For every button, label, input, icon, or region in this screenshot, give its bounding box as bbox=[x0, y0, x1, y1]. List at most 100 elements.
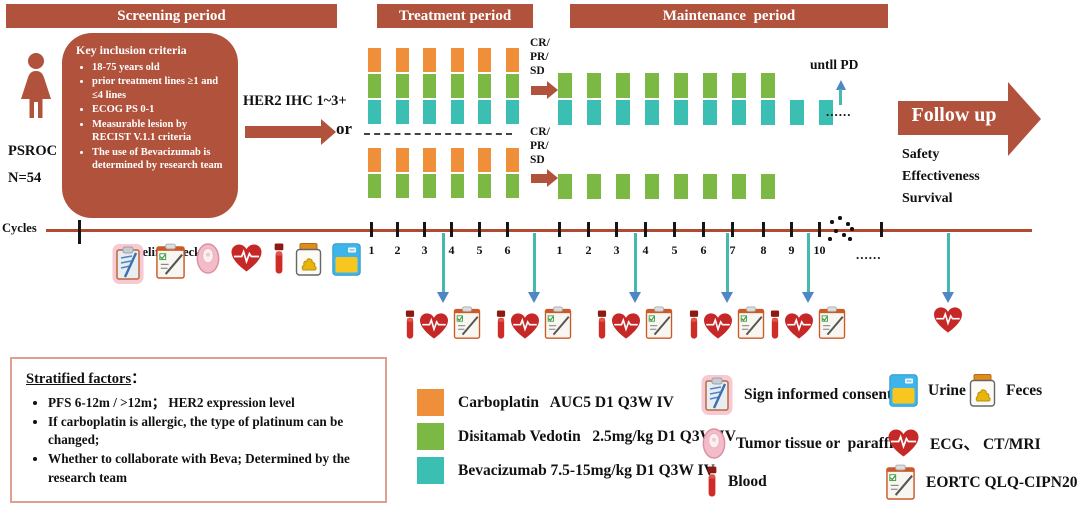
inclusion-title: Key inclusion criteria bbox=[76, 43, 187, 57]
eortc-icon bbox=[737, 306, 766, 340]
cycle-tick bbox=[818, 222, 821, 237]
tumor-icon bbox=[702, 428, 726, 459]
cycle-tick bbox=[762, 222, 765, 237]
urine-icon bbox=[889, 374, 918, 407]
response-arrow-2-shaft bbox=[531, 174, 547, 183]
disitamab-dose-bar bbox=[703, 174, 717, 199]
drug-legend-row: Bevacizumab 7.5-15mg/kg D1 Q3W IV bbox=[417, 457, 736, 484]
cycle-number: 5 bbox=[476, 243, 483, 257]
response-arrow-2-head bbox=[547, 169, 558, 187]
cycle-number: 8 bbox=[760, 243, 767, 257]
cycle-tick bbox=[370, 222, 373, 237]
response-label: SD bbox=[530, 64, 545, 77]
stratified-title-colon: ： bbox=[131, 371, 146, 387]
disitamab-dose-bar bbox=[423, 74, 436, 98]
icon-legend-item: Tumor tissue or paraffin bbox=[702, 428, 902, 459]
carboplatin-swatch bbox=[417, 389, 444, 416]
icon-legend-item: ECG、 CT/MRI bbox=[887, 428, 1041, 458]
cycle-tick bbox=[731, 222, 734, 237]
break-dot bbox=[848, 237, 852, 241]
bevacizumab-swatch bbox=[417, 457, 444, 484]
follow-up-arrow bbox=[898, 80, 1043, 163]
bevacizumab-dose-bar bbox=[478, 100, 491, 124]
assessment-arrow-head bbox=[629, 292, 641, 303]
disitamab-dose-bar bbox=[505, 74, 519, 98]
assessment-icon-group bbox=[933, 306, 964, 334]
bevacizumab-dose-bar bbox=[819, 100, 833, 125]
until-pd-arrow-head bbox=[836, 80, 846, 90]
carboplatin-dose-bar bbox=[505, 148, 519, 172]
response-label: CR/ bbox=[530, 126, 550, 138]
eortc-icon bbox=[645, 306, 674, 340]
cycle-tick bbox=[880, 222, 883, 237]
disitamab-dose-bar bbox=[616, 73, 630, 98]
blood-icon bbox=[706, 466, 718, 498]
heart-icon bbox=[419, 312, 450, 340]
cycle-number: 9 bbox=[788, 243, 795, 257]
cycle-tick bbox=[506, 222, 509, 237]
disitamab-dose-bar bbox=[645, 73, 659, 98]
cycle-number: 3 bbox=[421, 243, 428, 257]
disitamab-dose-bar bbox=[505, 174, 519, 198]
response-label: SD bbox=[530, 153, 545, 166]
disitamab-dose-bar bbox=[674, 174, 688, 199]
maintenance-period-header: Maintenance period bbox=[570, 4, 888, 28]
eortc-icon bbox=[544, 306, 573, 340]
assessment-arrow-shaft bbox=[441, 233, 445, 293]
bevacizumab-dose-bar bbox=[703, 100, 717, 125]
feces-icon bbox=[969, 374, 996, 407]
cohort-size: N=54 bbox=[8, 170, 42, 186]
screening-period-header: Screening period bbox=[6, 4, 337, 28]
heart-icon bbox=[230, 243, 263, 273]
icon-legend-item: Feces bbox=[969, 374, 1042, 407]
disitamab-dose-bar bbox=[732, 174, 746, 199]
assessment-arrow-shaft bbox=[806, 233, 810, 293]
break-dot bbox=[846, 222, 850, 226]
cycle-tick bbox=[423, 222, 426, 237]
cycle-tick bbox=[78, 220, 81, 244]
carboplatin-dose-bar bbox=[478, 48, 491, 72]
carboplatin-dose-bar bbox=[478, 148, 491, 172]
break-dot bbox=[830, 220, 834, 224]
icon-legend-label: Sign informed consent bbox=[744, 386, 893, 403]
her2-label: HER2 IHC 1~3+ bbox=[243, 93, 347, 109]
break-dot bbox=[834, 229, 838, 233]
icon-legend-label: Tumor tissue or paraffin bbox=[736, 434, 902, 452]
disitamab-dose-bar bbox=[703, 73, 717, 98]
stratified-list: PFS 6-12m / >12m； HER2 expression levelI… bbox=[30, 394, 377, 488]
assessment-arrow-head bbox=[528, 292, 540, 303]
her2-arrow-head bbox=[321, 119, 336, 145]
bevacizumab-dose-bar bbox=[674, 100, 688, 125]
timeline-ellipsis: ...... bbox=[856, 247, 882, 262]
stratified-item: PFS 6-12m / >12m； HER2 expression level bbox=[48, 394, 377, 413]
assessment-arrow-head bbox=[437, 292, 449, 303]
stratified-title: Stratified factors bbox=[26, 371, 132, 387]
icon-legend-item: Sign informed consent bbox=[700, 374, 892, 416]
icon-legend-item: EORTC QLQ-CIPN20 bbox=[885, 464, 1077, 501]
consent-icon bbox=[111, 243, 145, 285]
blood-icon bbox=[273, 243, 285, 275]
break-dot bbox=[850, 227, 854, 231]
cycle-number: 6 bbox=[700, 243, 707, 257]
carboplatin-dose-bar bbox=[450, 48, 464, 72]
bevacizumab-dose-bar bbox=[732, 100, 746, 125]
disitamab-dose-bar bbox=[674, 73, 688, 98]
icon-legend-label: Feces bbox=[1006, 381, 1043, 399]
eortc-icon bbox=[155, 243, 186, 280]
assessment-icon-group bbox=[405, 306, 482, 340]
follow-up-outcome: Safety bbox=[902, 147, 940, 162]
inclusion-item: ECOG PS 0-1 bbox=[92, 103, 228, 116]
cycle-tick bbox=[644, 222, 647, 237]
break-dot bbox=[842, 233, 846, 237]
blood-icon bbox=[405, 310, 416, 340]
cycle-tick bbox=[558, 222, 561, 237]
assessment-icon-group bbox=[597, 306, 674, 340]
heart-icon bbox=[784, 312, 815, 340]
arm-divider-dashed-line bbox=[364, 133, 512, 135]
assessment-arrow-head bbox=[802, 292, 814, 303]
icon-legend-label: ECG、 CT/MRI bbox=[930, 436, 1041, 453]
blood-icon bbox=[597, 310, 608, 340]
inclusion-list: 18-75 years oldprior treatment lines ≥1 … bbox=[76, 61, 228, 173]
cycle-tick bbox=[478, 222, 481, 237]
bevacizumab-dose-bar bbox=[450, 100, 464, 124]
